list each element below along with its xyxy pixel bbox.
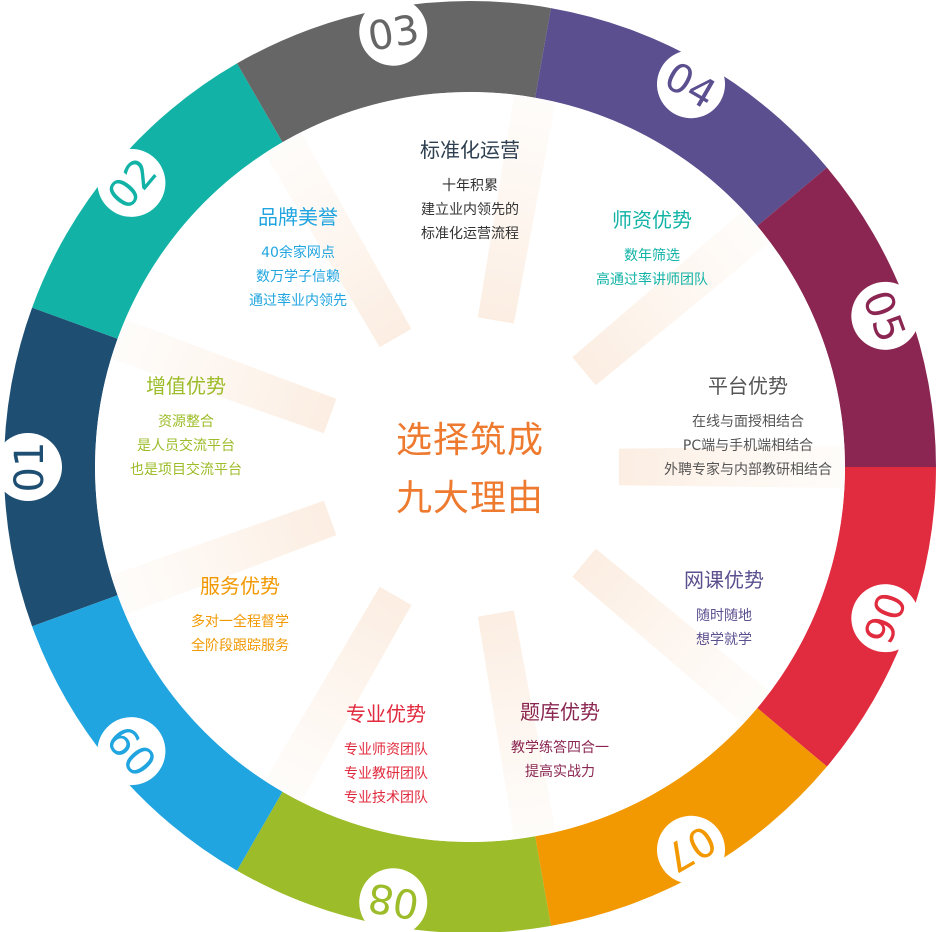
segment-line: 多对一全程督学 — [191, 614, 289, 630]
segment-text-01: 标准化运营十年积累建立业内领先的标准化运营流程 — [420, 138, 520, 246]
number-badge-01: 01 — [0, 433, 62, 501]
segment-title: 服务优势 — [200, 574, 280, 598]
number-badge-circle — [97, 717, 166, 786]
segment-line: 专业教研团队 — [344, 766, 428, 782]
segment-title: 品牌美誉 — [258, 205, 338, 229]
segment-text-04: 网课优势随时随地想学就学 — [684, 568, 764, 652]
divider-spoke-08 — [264, 586, 412, 802]
divider-spoke-01 — [111, 319, 337, 434]
number-badge-circle — [359, 0, 428, 66]
divider-spoke-02 — [264, 132, 412, 348]
number-badge-05: 05 — [851, 281, 920, 350]
number-badge-circle — [0, 433, 62, 501]
center-circle — [322, 319, 618, 615]
segment-text-07: 服务优势多对一全程督学全阶段跟踪服务 — [191, 574, 289, 658]
segment-line: 40余家网点 — [261, 245, 335, 261]
segment-title: 网课优势 — [684, 568, 764, 592]
segment-text-08: 增值优势资源整合是人员交流平台也是项目交流平台 — [130, 374, 242, 482]
divider-spoke-03 — [477, 94, 556, 324]
segment-line: 资源整合 — [158, 414, 214, 430]
segment-title: 题库优势 — [520, 700, 600, 724]
segment-line: 提高实战力 — [525, 764, 595, 780]
segment-text-09: 品牌美誉 40余家网点数万学子信赖通过率业内领先 — [249, 205, 347, 313]
segment-line: 数年筛选 — [624, 248, 680, 264]
divider-spoke-05 — [618, 446, 845, 488]
number-badge-label: 03 — [365, 7, 423, 61]
segment-text-02: 师资优势数年筛选高通过率讲师团队 — [596, 208, 708, 292]
number-badge-07: 07 — [656, 815, 725, 884]
number-badge-08: 08 — [359, 868, 428, 932]
number-badge-circle — [851, 281, 920, 350]
divider-spoke-07 — [477, 610, 556, 840]
segment-text-06: 专业优势专业师资团队专业教研团队专业技术团队 — [344, 702, 428, 810]
segment-line: 教学练答四合一 — [511, 740, 609, 756]
outer-ring — [3, 0, 936, 932]
segment-line: 是人员交流平台 — [137, 438, 235, 454]
ring-segment-08 — [237, 791, 551, 932]
segment-title: 师资优势 — [612, 208, 692, 232]
center-title-line1: 选择筑成 — [395, 420, 545, 461]
segment-line: 也是项目交流平台 — [130, 462, 242, 478]
ring-segment-03 — [237, 0, 551, 143]
number-badge-circle — [657, 815, 725, 884]
number-badge-circle — [359, 868, 428, 932]
number-badge-circle — [851, 584, 920, 653]
segment-line: 标准化运营流程 — [421, 226, 519, 242]
segment-title: 增值优势 — [146, 374, 226, 398]
segment-line: 十年积累 — [442, 178, 498, 194]
center-title: 选择筑成 九大理由 — [396, 412, 544, 528]
divider-spoke-04 — [572, 210, 771, 386]
number-badge-label: 08 — [365, 873, 423, 927]
ring-segment-04 — [535, 8, 827, 226]
segment-line: 随时随地 — [696, 608, 752, 624]
segment-line: PC端与手机端相结合 — [682, 438, 814, 454]
ring-segment-06 — [757, 467, 936, 767]
divider-spoke-06 — [572, 548, 771, 724]
ring-segment-05 — [757, 167, 936, 467]
segment-title: 标准化运营 — [420, 138, 520, 162]
segment-line: 专业师资团队 — [344, 742, 428, 758]
segment-line: 高通过率讲师团队 — [596, 272, 708, 288]
segment-title: 平台优势 — [708, 374, 788, 398]
number-badge-04: 04 — [656, 50, 725, 119]
segment-line: 在线与面授相结合 — [692, 414, 804, 430]
number-badge-circle — [657, 50, 725, 119]
ring-segment-07 — [535, 708, 827, 926]
divider-spoke-09 — [111, 500, 337, 615]
center-title-line2: 九大理由 — [395, 478, 545, 519]
segment-text-05: 题库优势教学练答四合一提高实战力 — [511, 700, 609, 784]
segment-line: 数万学子信赖 — [256, 269, 340, 285]
segment-title: 专业优势 — [346, 702, 426, 726]
segment-text-03: 平台优势在线与面授相结合 PC端与手机端相结合外聘专家与内部教研相结合 — [664, 374, 832, 482]
segment-line: 全阶段跟踪服务 — [191, 638, 289, 654]
number-badge-label: 01 — [7, 442, 53, 493]
number-badge-03: 03 — [359, 0, 428, 66]
number-badge-circle — [97, 148, 166, 217]
segment-line: 想学就学 — [696, 632, 752, 648]
segment-line: 外聘专家与内部教研相结合 — [664, 462, 832, 478]
segment-line: 建立业内领先的 — [421, 202, 519, 218]
segment-line: 专业技术团队 — [344, 790, 428, 806]
segment-line: 通过率业内领先 — [249, 293, 347, 309]
number-badge-06: 06 — [851, 584, 920, 653]
